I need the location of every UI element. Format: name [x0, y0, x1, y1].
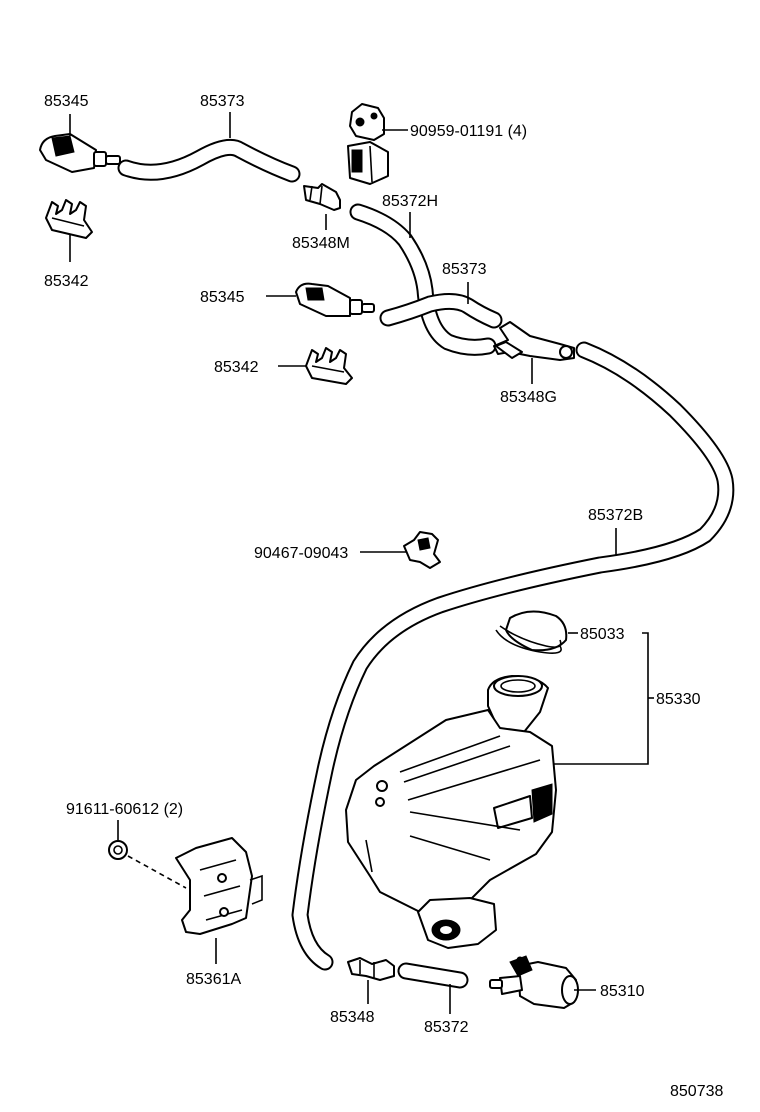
label-85342-upper: 85342 — [44, 273, 89, 290]
hose-85373-mid — [379, 292, 503, 329]
washer-nozzle-upper — [39, 133, 121, 173]
label-90959: 90959-01191 (4) — [410, 123, 527, 140]
label-85372-lower: 85372 — [424, 1019, 469, 1036]
label-85310: 85310 — [600, 983, 645, 1000]
label-85348M: 85348M — [292, 235, 350, 252]
label-85361A: 85361A — [186, 971, 241, 988]
tank-bracket-85361A — [175, 837, 263, 935]
y-joint-85348G — [493, 321, 575, 361]
hose-85372B — [291, 341, 735, 971]
washer-nozzle-mid — [295, 282, 375, 317]
label-85373-upper: 85373 — [200, 93, 245, 110]
washer-tank — [345, 675, 557, 949]
hose-85372-lower — [397, 962, 469, 989]
hose-clip-90959 — [347, 103, 389, 185]
hose-85372H — [349, 203, 497, 356]
label-85033: 85033 — [580, 626, 625, 643]
label-85372B: 85372B — [588, 507, 643, 524]
hose-85373-upper — [117, 138, 301, 183]
hose-joint-85348 — [347, 957, 395, 981]
hose-joint-85348M — [303, 183, 341, 211]
washer-motor-85310 — [489, 955, 579, 1009]
label-85373-mid: 85373 — [442, 261, 487, 278]
label-85348G: 85348G — [500, 389, 557, 406]
bolt-91611 — [108, 840, 187, 889]
hose-clamp-90467 — [403, 531, 441, 569]
leader-lines — [69, 112, 654, 1014]
label-85348-lower: 85348 — [330, 1009, 375, 1026]
label-91611: 91611-60612 (2) — [66, 801, 183, 818]
tank-cap-85033 — [495, 610, 568, 654]
nozzle-bracket-mid — [305, 347, 353, 385]
label-85330: 85330 — [656, 691, 701, 708]
nozzle-bracket-upper — [45, 199, 93, 239]
label-85372H: 85372H — [382, 193, 438, 210]
label-90467: 90467-09043 — [254, 545, 348, 562]
diagram-number: 850738 — [670, 1083, 723, 1100]
label-85345-mid: 85345 — [200, 289, 245, 306]
label-85345-upper: 85345 — [44, 93, 89, 110]
label-85342-mid: 85342 — [214, 359, 259, 376]
